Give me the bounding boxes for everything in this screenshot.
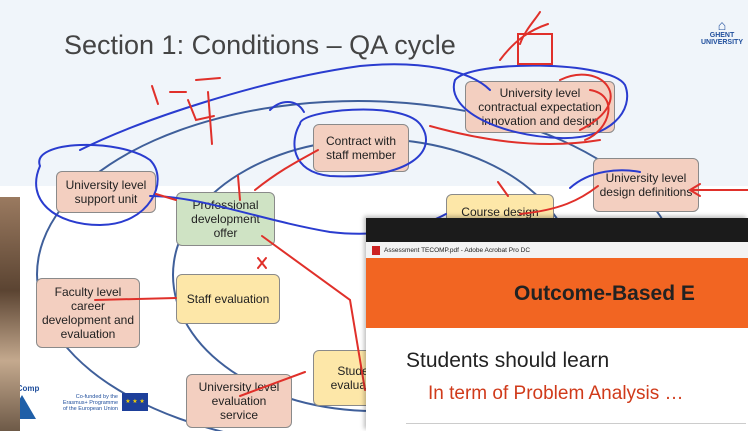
slide-title: Section 1: Conditions – QA cycle bbox=[64, 30, 456, 60]
ghent-university-logo: ⌂ GHENT UNIVERSITY bbox=[700, 18, 744, 46]
acrobat-top-black-bar bbox=[366, 218, 748, 242]
webcam-video-strip bbox=[0, 197, 20, 431]
acrobat-window[interactable]: Assessment TECOMP.pdf - Adobe Acrobat Pr… bbox=[366, 218, 748, 431]
box-contract-staff-member: Contract with staff member bbox=[313, 124, 409, 172]
tecomp-label: TeComp bbox=[8, 384, 40, 393]
box-faculty-career-development: Faculty level career development and eva… bbox=[36, 278, 140, 348]
acrobat-line-problem-analysis: In term of Problem Analysis … bbox=[428, 383, 684, 404]
box-professional-development-offer: Professional development offer bbox=[176, 192, 275, 246]
acrobat-slide-banner: Outcome-Based E bbox=[366, 258, 748, 328]
acrobat-line-students-should-learn: Students should learn bbox=[406, 349, 610, 372]
logo-line-2: UNIVERSITY bbox=[700, 39, 743, 46]
box-university-evaluation-service: University level evaluation service bbox=[186, 374, 292, 428]
acrobat-banner-title: Outcome-Based E bbox=[514, 282, 695, 305]
acrobat-divider bbox=[406, 423, 746, 424]
acrobat-window-title: Assessment TECOMP.pdf - Adobe Acrobat Pr… bbox=[384, 246, 531, 254]
logo-line-1: GHENT bbox=[709, 32, 735, 39]
acrobat-title-bar[interactable]: Assessment TECOMP.pdf - Adobe Acrobat Pr… bbox=[366, 242, 748, 259]
box-university-design-definitions: University level design definitions bbox=[593, 158, 699, 212]
box-university-contractual-expectation: University level contractual expectation… bbox=[465, 81, 615, 133]
erasmus-cofunded-text: Co-funded by the Erasmus+ Programme of t… bbox=[62, 394, 118, 412]
eu-flag-icon: ★ ★ ★ bbox=[122, 393, 148, 411]
pdf-file-icon bbox=[372, 245, 380, 255]
university-building-icon: ⌂ bbox=[717, 17, 727, 33]
box-university-support-unit: University level support unit bbox=[56, 171, 156, 213]
box-staff-evaluation: Staff evaluation bbox=[176, 274, 280, 324]
